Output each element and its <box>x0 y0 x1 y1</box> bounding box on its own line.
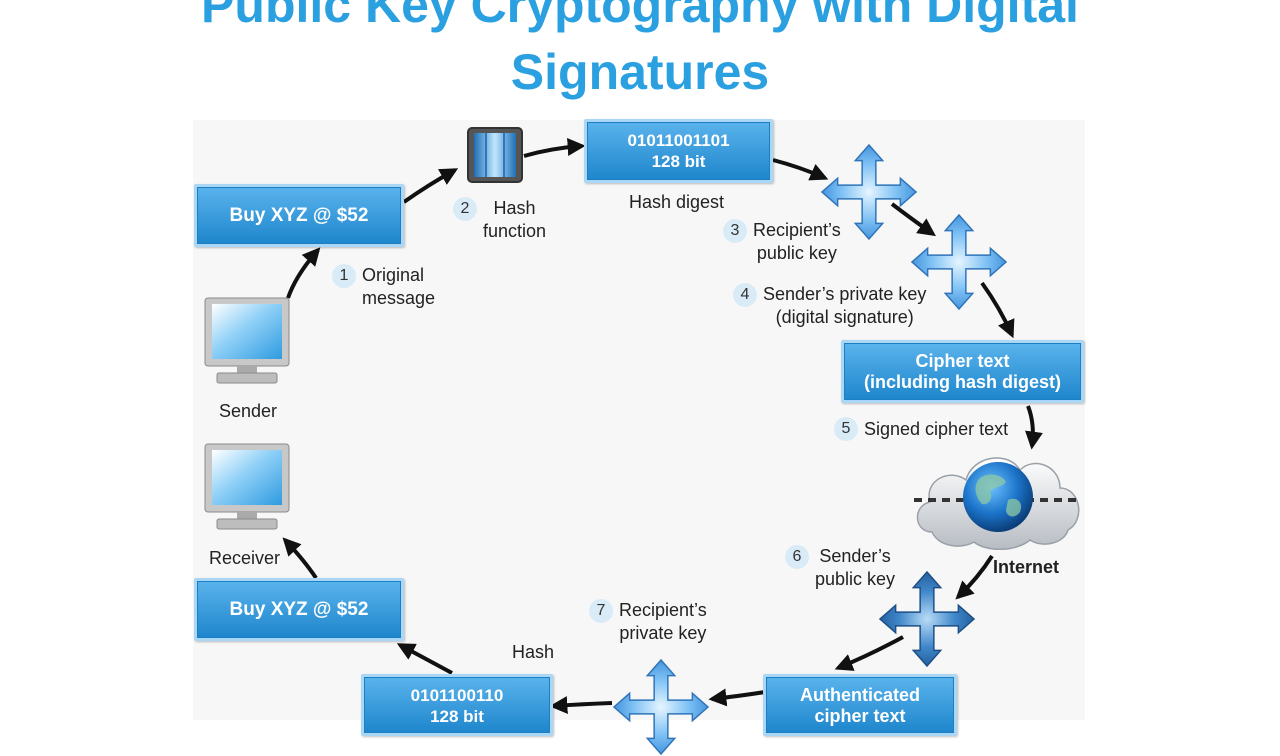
hash-digest-size: 128 bit <box>651 152 706 171</box>
sender-label: Sender <box>219 401 278 421</box>
step-3-line-2: public key <box>756 243 837 263</box>
original-message-text: Buy XYZ @ $52 <box>229 204 369 226</box>
step-6-badge: 6 <box>785 545 809 569</box>
step-4-line-1: Sender’s private key <box>763 284 927 304</box>
arrow-message-to-hash-function <box>402 168 459 204</box>
arrow-internet-to-sender-public-key <box>955 554 994 600</box>
original-message-box: Buy XYZ @ $52 <box>194 184 404 247</box>
step-2-badge: 2 <box>453 197 477 221</box>
step-2-line-2: function <box>483 221 547 241</box>
cipher-text-box: Cipher text (including hash digest) <box>841 340 1084 403</box>
received-message-text: Buy XYZ @ $52 <box>229 598 369 620</box>
arrow-recipient-private-key-to-hash <box>549 696 613 715</box>
step-7-badge: 7 <box>589 599 613 623</box>
page-title-line-2: Signatures <box>510 44 770 100</box>
cipher-text-title: Cipher text <box>915 350 1010 371</box>
hash-label: Hash <box>512 642 555 662</box>
step-2-line-1: Hash <box>493 198 536 218</box>
step-1-label: 1 Original message <box>332 264 435 310</box>
sender-private-key-icon <box>910 213 1008 311</box>
internet-label: Internet <box>993 557 1060 577</box>
page-title-line-1: Public Key Cryptography with Digital <box>201 0 1079 33</box>
hash-function-icon <box>467 127 523 183</box>
hash-digest-label: Hash digest <box>629 192 725 212</box>
arrow-sender-to-message <box>286 247 321 299</box>
step-7-line-2: private key <box>619 623 707 643</box>
step-7-label: 7 Recipient’s private key <box>589 599 707 645</box>
receiver-label: Receiver <box>209 548 281 568</box>
arrow-hash-to-received-message <box>396 643 453 675</box>
step-5-label: 5 Signed cipher text <box>834 417 1008 441</box>
step-1-line-2: message <box>362 288 436 308</box>
arrow-private-key-to-cipher <box>980 281 1015 339</box>
step-6-label: 6 Sender’s public key <box>785 545 895 591</box>
sender-computer-icon <box>204 297 290 384</box>
step-1-badge: 1 <box>332 264 356 288</box>
recipient-private-key-icon <box>612 658 710 756</box>
receiver-hash-size: 128 bit <box>430 707 484 726</box>
receiver-hash-box: 0101100110 128 bit <box>361 674 553 736</box>
received-message-box: Buy XYZ @ $52 <box>194 578 404 641</box>
sender-public-key-icon <box>878 570 976 668</box>
arrow-received-message-to-receiver <box>282 537 318 580</box>
recipient-public-key-icon <box>820 143 918 241</box>
step-6-line-1: Sender’s <box>819 546 891 566</box>
arrow-sender-public-key-to-authenticated <box>834 635 904 671</box>
cipher-text-subtitle: (including hash digest) <box>864 371 1061 392</box>
step-5-badge: 5 <box>834 417 858 441</box>
step-4-badge: 4 <box>733 283 757 307</box>
step-5-line-1: Signed cipher text <box>864 418 1009 439</box>
arrow-hash-function-to-digest <box>523 137 586 158</box>
step-3-label: 3 Recipient’s public key <box>723 219 841 265</box>
authenticated-cipher-subtitle: cipher text <box>814 706 906 726</box>
internet-cloud-icon <box>914 457 1082 550</box>
step-3-badge: 3 <box>723 219 747 243</box>
authenticated-cipher-title: Authenticated <box>799 685 920 705</box>
hash-digest-box: 01011001101 128 bit <box>584 119 773 183</box>
step-1-line-1: Original <box>362 265 425 285</box>
step-6-line-2: public key <box>815 569 896 589</box>
authenticated-cipher-box: Authenticated cipher text <box>763 674 957 736</box>
hash-digest-bits: 01011001101 <box>627 131 730 150</box>
arrow-digest-to-public-key <box>772 158 829 181</box>
step-7-line-1: Recipient’s <box>619 600 707 620</box>
step-4-line-2: (digital signature) <box>775 307 914 327</box>
receiver-computer-icon <box>204 443 290 530</box>
step-4-label: 4 Sender’s private key (digital signatur… <box>733 283 926 329</box>
step-3-line-1: Recipient’s <box>753 220 841 240</box>
receiver-hash-bits: 0101100110 <box>410 686 504 705</box>
arrow-public-key-to-private-key <box>890 202 936 237</box>
arrow-authenticated-to-recipient-private-key <box>708 688 766 707</box>
flow-arrows <box>282 137 1043 715</box>
arrow-cipher-to-internet <box>1025 405 1043 450</box>
step-2-label: 2 Hash function <box>453 197 546 243</box>
